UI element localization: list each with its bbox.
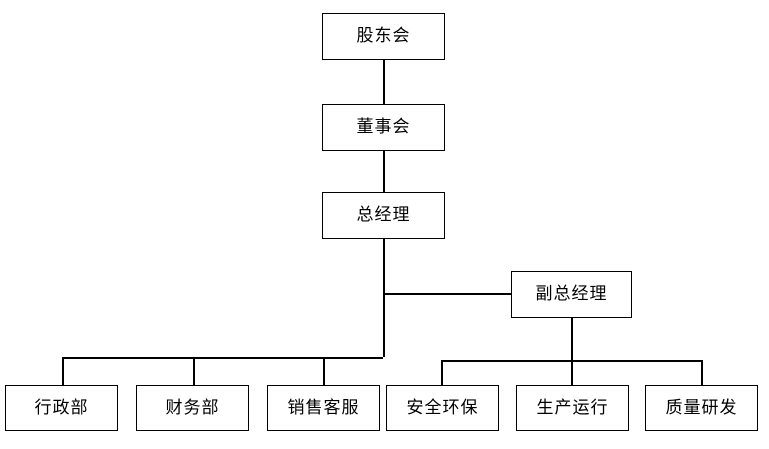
connector-general-manager-to-deputy [383,293,511,295]
node-safety-environment[interactable]: 安全环保 [386,385,499,431]
connector-drop-quality-rd [701,360,703,385]
connector-drop-sales-service [323,357,325,385]
node-production-operations-label: 生产运行 [536,397,609,418]
node-board-of-directors-label: 董事会 [356,117,411,137]
node-general-manager-label: 总经理 [356,205,411,225]
node-finance-label: 财务部 [165,397,220,418]
node-sales-service[interactable]: 销售客服 [267,385,380,431]
connector-deputy-trunk [571,318,573,360]
node-administration[interactable]: 行政部 [5,385,118,431]
connector-drop-safety-environment [441,360,443,385]
connector-drop-finance [193,357,195,385]
node-sales-service-label: 销售客服 [287,397,360,418]
connector-left-bus [62,357,383,359]
node-quality-rd[interactable]: 质量研发 [645,385,758,431]
connector-board-to-general-manager [383,151,385,192]
connector-drop-production-operations [571,360,573,385]
node-general-manager[interactable]: 总经理 [322,192,445,239]
node-finance[interactable]: 财务部 [136,385,249,431]
node-administration-label: 行政部 [34,397,89,418]
node-deputy-general-manager[interactable]: 副总经理 [511,271,632,318]
node-production-operations[interactable]: 生产运行 [516,385,629,431]
node-board-of-directors[interactable]: 董事会 [322,104,445,151]
node-safety-environment-label: 安全环保 [406,397,479,418]
connector-shareholders-to-board [383,60,385,104]
node-shareholders-label: 股东会 [356,26,411,46]
connector-general-manager-trunk [383,239,385,357]
node-deputy-general-manager-label: 副总经理 [535,284,608,304]
node-quality-rd-label: 质量研发 [665,397,738,418]
connector-drop-administration [62,357,64,385]
node-shareholders[interactable]: 股东会 [322,13,445,60]
